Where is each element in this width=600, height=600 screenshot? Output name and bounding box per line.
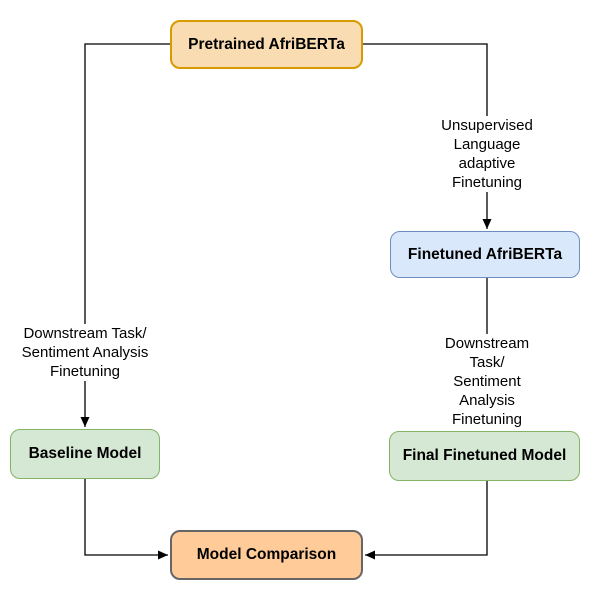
node-baseline-model: Baseline Model bbox=[10, 429, 160, 479]
node-finetuned-afriberta: Finetuned AfriBERTa bbox=[390, 231, 580, 278]
node-baseline-label: Baseline Model bbox=[28, 445, 142, 463]
edge-final-to-comparison bbox=[365, 481, 488, 560]
edge-label-unsupervised-finetuning: Unsupervised Language adaptive Finetunin… bbox=[430, 116, 544, 192]
edge-pretrained-to-baseline bbox=[80, 43, 170, 427]
node-final-finetuned-model: Final Finetuned Model bbox=[389, 431, 580, 481]
node-model-comparison: Model Comparison bbox=[170, 530, 363, 580]
node-pretrained-label: Pretrained AfriBERTa bbox=[188, 35, 345, 53]
edge-label-downstream-left: Downstream Task/ Sentiment Analysis Fine… bbox=[18, 324, 152, 381]
node-pretrained-afriberta: Pretrained AfriBERTa bbox=[170, 20, 363, 69]
node-finetuned-label: Finetuned AfriBERTa bbox=[407, 245, 563, 263]
node-final-label: Final Finetuned Model bbox=[402, 447, 567, 465]
node-comparison-label: Model Comparison bbox=[196, 546, 337, 564]
edge-baseline-to-comparison bbox=[84, 479, 168, 560]
edge-label-downstream-right: Downstream Task/ Sentiment Analysis Fine… bbox=[430, 334, 544, 429]
